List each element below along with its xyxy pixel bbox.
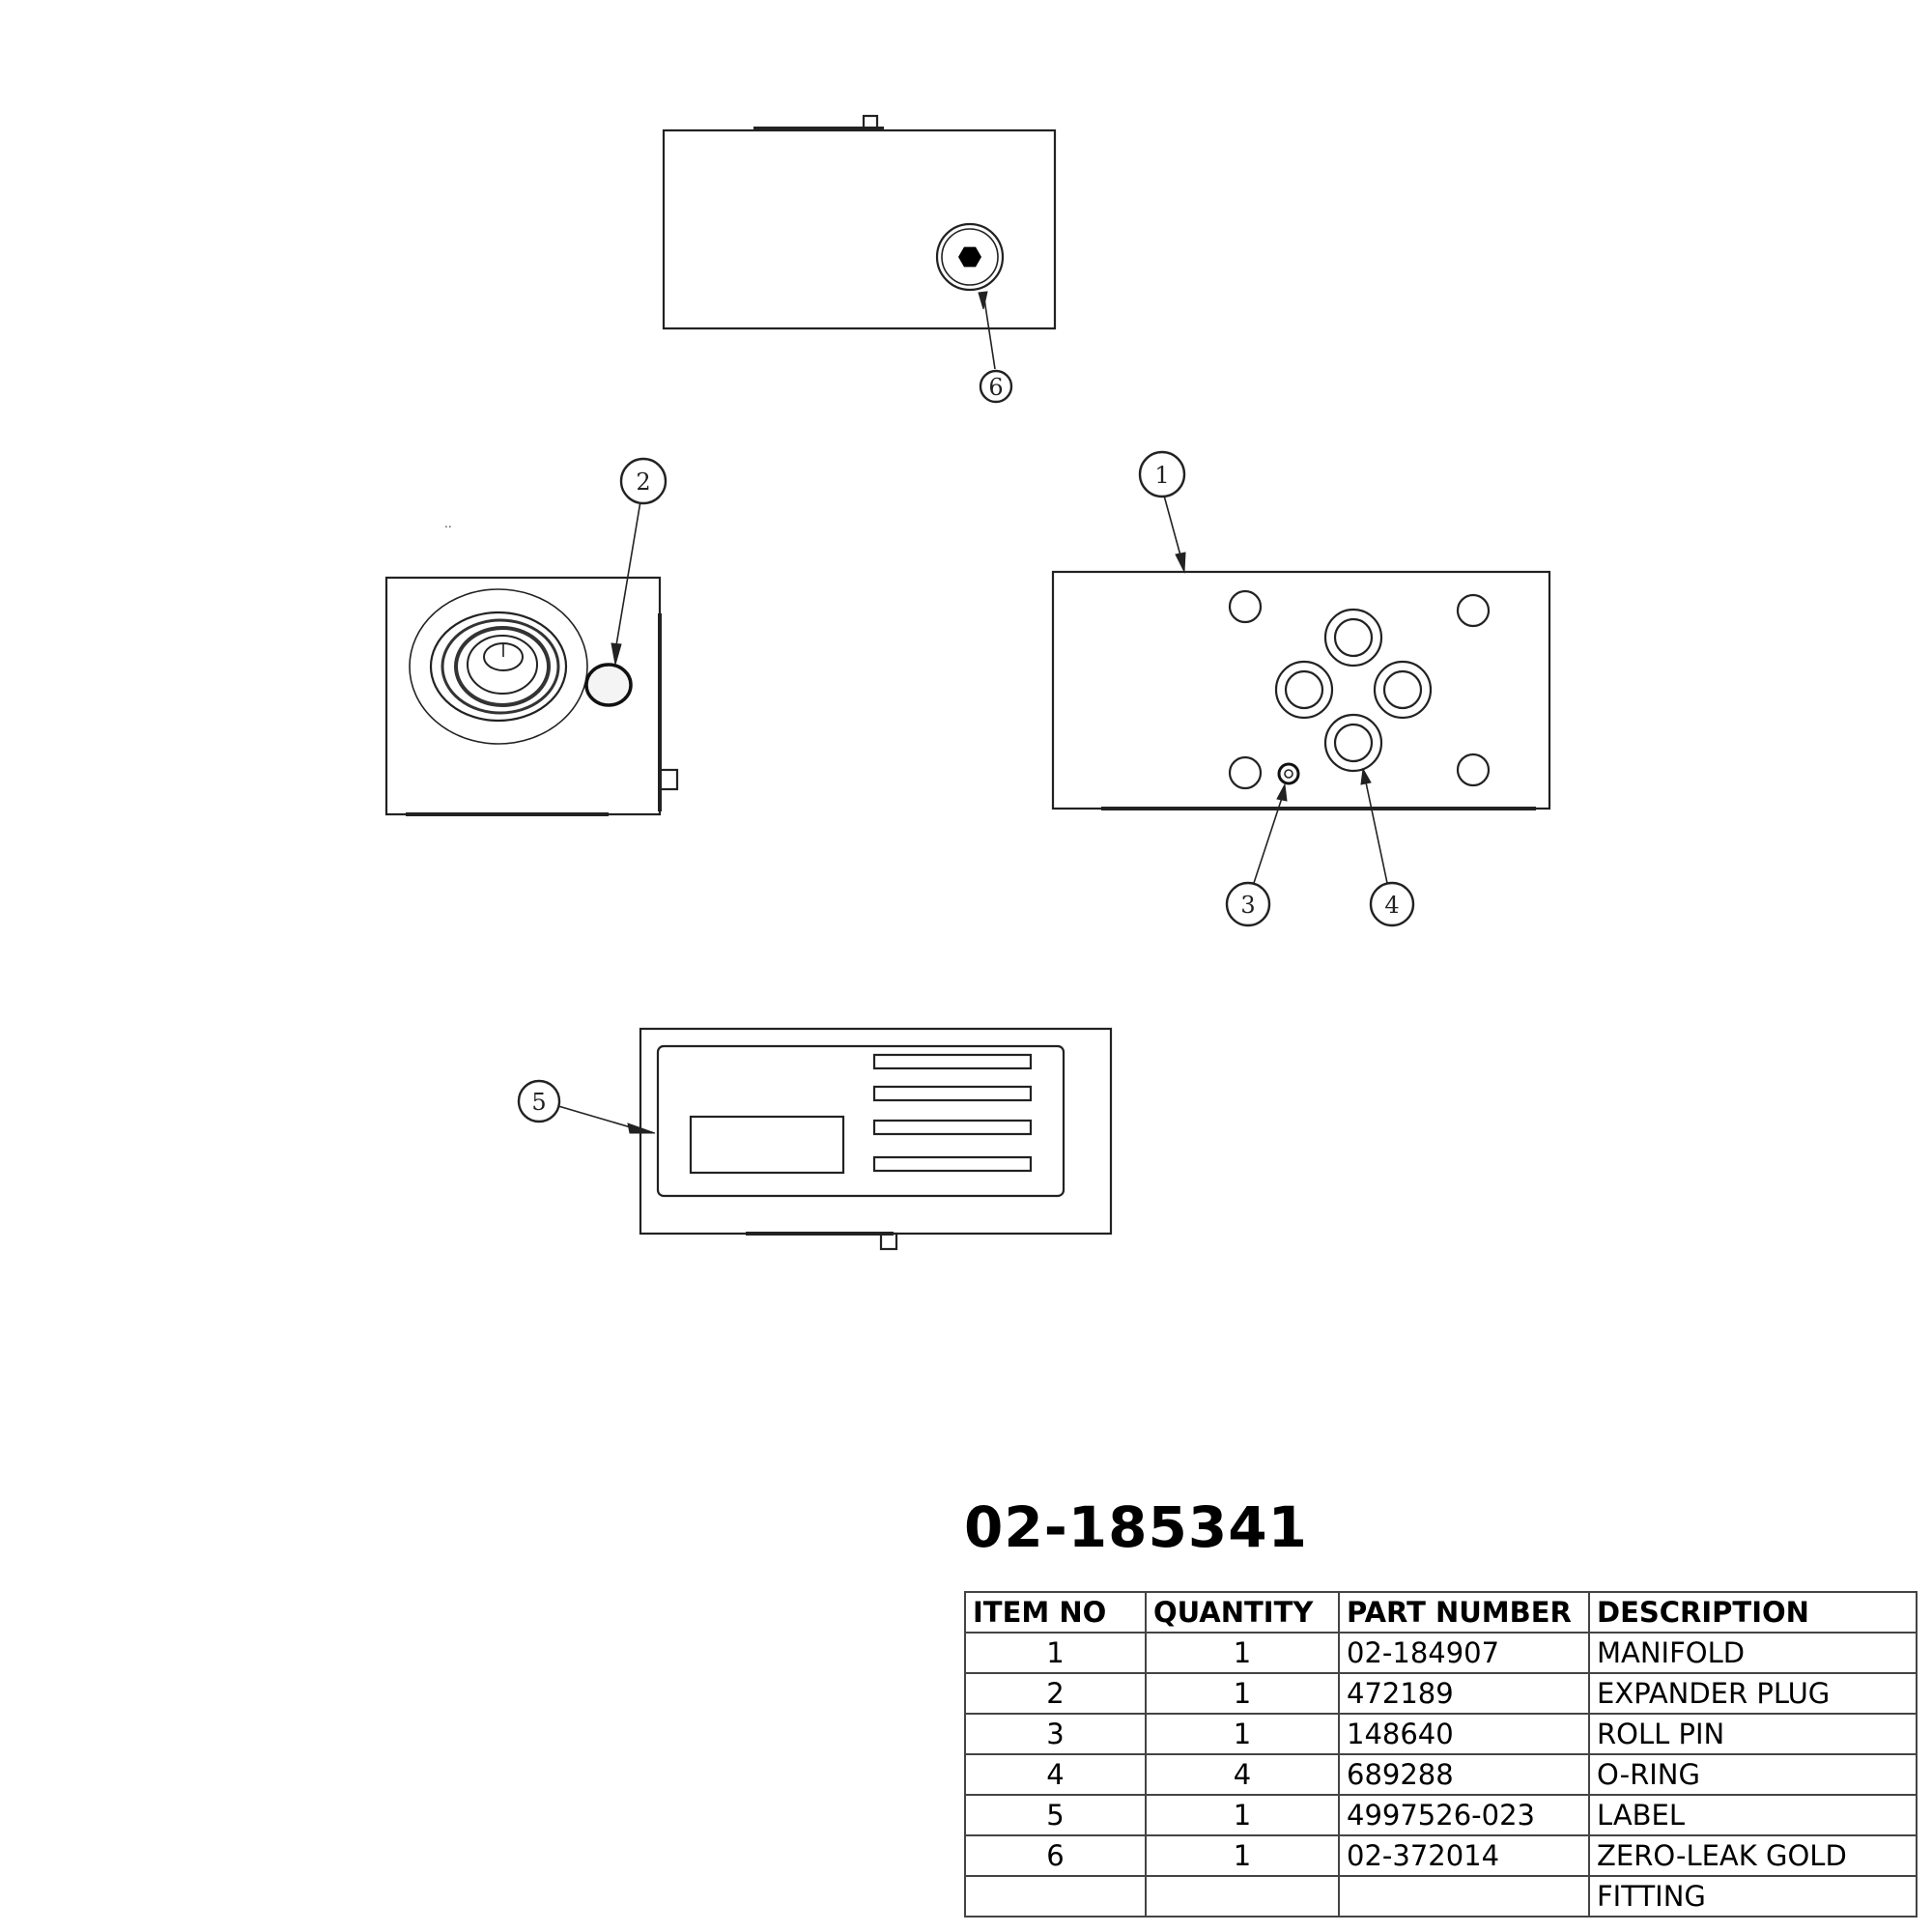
callout-5-label: 5 xyxy=(531,1089,546,1116)
description-cell: ZERO-LEAK GOLD xyxy=(1588,1834,1918,1877)
description-cell: MANIFOLD xyxy=(1588,1632,1918,1674)
bill-of-materials-table: ITEM NO QUANTITY PART NUMBER DESCRIPTION… xyxy=(964,1591,1918,1918)
o-ring-left xyxy=(1274,660,1334,720)
top-view-body xyxy=(662,128,1057,330)
part-number-cell: 4997526-023 xyxy=(1338,1794,1590,1836)
description-cell: ROLL PIN xyxy=(1588,1713,1918,1755)
callout-2: 2 xyxy=(611,457,668,666)
table-row: 2 1 472189 EXPANDER PLUG xyxy=(964,1672,1918,1715)
quantity-cell: 1 xyxy=(1145,1632,1340,1674)
callout-6-label: 6 xyxy=(988,374,1003,401)
label-view xyxy=(639,1027,1113,1251)
product-label xyxy=(656,1044,1065,1198)
zero-leak-fitting xyxy=(935,222,1005,292)
label-line-2 xyxy=(872,1085,1033,1102)
part-number-cell: 02-372014 xyxy=(1338,1834,1590,1877)
description-cell: LABEL xyxy=(1588,1794,1918,1836)
callout-6: 6 xyxy=(978,291,1013,404)
quantity-cell: 1 xyxy=(1145,1713,1340,1755)
callout-5: 5 xyxy=(517,1079,656,1134)
callout-3: 3 xyxy=(1225,782,1288,927)
o-ring-top xyxy=(1323,608,1383,668)
label-line-4 xyxy=(872,1155,1033,1173)
svg-text:..: .. xyxy=(444,515,452,530)
top-view xyxy=(662,114,1057,330)
hex-socket-icon xyxy=(958,246,981,268)
assembly-number: 02-185341 xyxy=(964,1494,1308,1560)
header-quantity: QUANTITY xyxy=(1145,1591,1340,1634)
roll-pin xyxy=(1277,762,1300,785)
header-description: DESCRIPTION xyxy=(1588,1591,1918,1634)
o-ring-right xyxy=(1373,660,1433,720)
label-view-body xyxy=(639,1027,1113,1236)
left-view-fitting-stub xyxy=(658,768,679,791)
part-number-cell: 689288 xyxy=(1338,1753,1590,1796)
item-no-cell: 2 xyxy=(964,1672,1147,1715)
table-row: 4 4 689288 O-RING xyxy=(964,1753,1918,1796)
callout-4-label: 4 xyxy=(1384,892,1399,919)
quantity-cell: 1 xyxy=(1145,1672,1340,1715)
callout-4: 4 xyxy=(1360,767,1415,927)
quantity-cell: 1 xyxy=(1145,1794,1340,1836)
table-row: 3 1 148640 ROLL PIN xyxy=(964,1713,1918,1755)
item-no-cell: 4 xyxy=(964,1753,1147,1796)
item-no-cell: 3 xyxy=(964,1713,1147,1755)
label-line-3 xyxy=(872,1119,1033,1136)
callout-1-label: 1 xyxy=(1154,462,1169,489)
part-number-cell: 02-184907 xyxy=(1338,1632,1590,1674)
bom-header-row: ITEM NO QUANTITY PART NUMBER DESCRIPTION xyxy=(964,1591,1918,1634)
part-number-cell: 148640 xyxy=(1338,1713,1590,1755)
label-block xyxy=(689,1115,845,1175)
callout-3-label: 3 xyxy=(1240,892,1255,919)
manifold-body xyxy=(1051,570,1551,810)
label-line-1 xyxy=(872,1053,1033,1070)
callout-1: 1 xyxy=(1138,450,1186,574)
description-cell: EXPANDER PLUG xyxy=(1588,1672,1918,1715)
item-no-cell: 1 xyxy=(964,1632,1147,1674)
top-view-fitting-stub xyxy=(862,114,879,131)
quantity-cell: 1 xyxy=(1145,1834,1340,1877)
manifold-face-view xyxy=(1051,570,1551,810)
table-row: 1 1 02-184907 MANIFOLD xyxy=(964,1632,1918,1674)
item-no-cell: 5 xyxy=(964,1794,1147,1836)
header-item-no: ITEM NO xyxy=(964,1591,1147,1634)
bolt-hole-top-right xyxy=(1456,593,1491,628)
header-part-number: PART NUMBER xyxy=(1338,1591,1590,1634)
description-cell: FITTING xyxy=(1588,1875,1918,1918)
quantity-cell: 4 xyxy=(1145,1753,1340,1796)
item-no-cell: 6 xyxy=(964,1834,1147,1877)
callout-2-label: 2 xyxy=(636,469,650,496)
left-view: .. xyxy=(384,515,679,816)
table-row: FITTING xyxy=(964,1875,1918,1918)
item-no-cell xyxy=(964,1875,1147,1918)
quantity-cell xyxy=(1145,1875,1340,1918)
part-number-cell xyxy=(1338,1875,1590,1918)
part-number-cell: 472189 xyxy=(1338,1672,1590,1715)
table-row: 6 1 02-372014 ZERO-LEAK GOLD xyxy=(964,1834,1918,1877)
assembly-drawing: 6 .. 2 xyxy=(384,114,1551,1251)
expander-plug xyxy=(584,663,633,707)
o-ring-bottom xyxy=(1323,713,1383,773)
description-cell: O-RING xyxy=(1588,1753,1918,1796)
bolt-hole-bottom-left xyxy=(1228,755,1263,790)
bolt-hole-bottom-right xyxy=(1456,753,1491,787)
label-view-fitting-stub xyxy=(879,1232,898,1251)
table-row: 5 1 4997526-023 LABEL xyxy=(964,1794,1918,1836)
bolt-hole-top-left xyxy=(1228,589,1263,624)
